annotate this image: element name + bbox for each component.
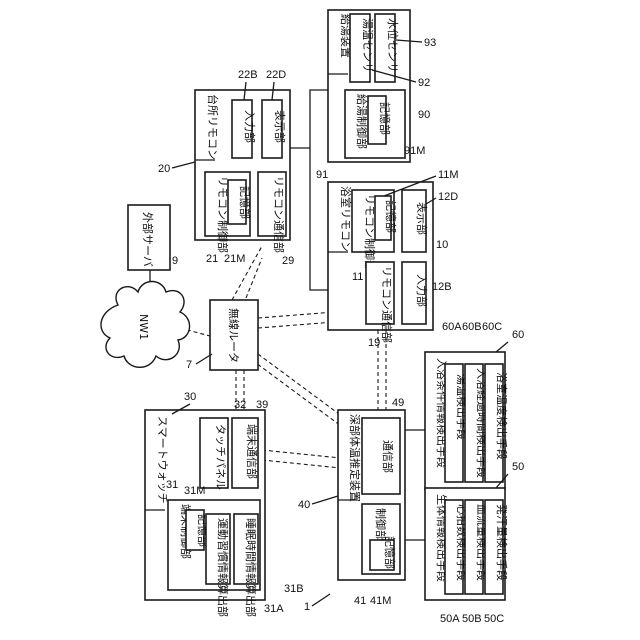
ref-22D: 22D (266, 69, 286, 81)
ref-91M: 91M (404, 145, 425, 157)
ref-20: 20 (158, 163, 170, 175)
dbt-mem-label: 記憶部 (383, 536, 397, 569)
ref-41M: 41M (370, 595, 391, 607)
external-server-label: 外部サーバ (141, 212, 155, 267)
ref-50A: 50A (440, 613, 460, 625)
terminal-comm-label: 端末通信部 (245, 424, 259, 479)
heater-control-label: 給湯制御部 (355, 94, 369, 149)
ref-1: 1 (304, 601, 310, 613)
ref-90: 90 (418, 109, 430, 121)
water-level-sensor-label: 水位センサ (386, 18, 400, 73)
ref-31M: 31M (184, 485, 205, 497)
kitchen-mem-label: 記憶部 (238, 186, 252, 219)
router-block: 無線ルータ (210, 300, 258, 370)
leader-20 (172, 162, 195, 168)
ref-31B: 31B (284, 583, 304, 595)
router-label: 無線ルータ (227, 308, 241, 363)
room-temp-detect-label: 浴室温度検出手段 (495, 372, 509, 460)
network-cloud: NW1 (101, 282, 190, 368)
ref-39: 39 (256, 399, 268, 411)
ref-7: 7 (186, 359, 192, 371)
kitchen-remote-block: 台所リモコン 入力部 表示部 リモコン制御部 記憶部 リモコン通信部 (195, 90, 290, 253)
ref-11: 11 (352, 271, 363, 283)
exercise-info-label: 運動習慣情報算出部 (216, 518, 230, 617)
ref-19: 19 (368, 337, 380, 349)
ref-12B: 12B (432, 281, 452, 293)
leader-40 (312, 496, 338, 504)
bath-comm-label: リモコン通信部 (380, 266, 394, 343)
ref-22B: 22B (238, 69, 258, 81)
water-heater-block: 給湯装置 湯温センサ 水位センサ 給湯制御部 記憶部 (328, 10, 410, 162)
ref-49: 49 (392, 397, 404, 409)
ref-21M: 21M (224, 253, 245, 265)
bath-input-label: 入力部 (415, 274, 429, 307)
kitchen-comm-label: リモコン通信部 (272, 176, 286, 253)
network-label: NW1 (137, 314, 150, 340)
deep-body-title: 深部体温推定装置 (348, 414, 362, 502)
bath-remote-title: 浴室リモコン (339, 186, 353, 252)
kitchen-display-label: 表示部 (273, 110, 287, 143)
ref-9: 9 (172, 255, 178, 267)
leader-60 (496, 342, 508, 352)
ref-91: 91 (316, 169, 328, 181)
ref-60A: 60A (442, 321, 462, 333)
kitchen-remote-title: 台所リモコン (206, 94, 220, 160)
bio-info-block: 生体情報検出手段 心拍数検出手段 血流量検出手段 発汗量検出手段 (425, 488, 509, 600)
ref-92: 92 (418, 77, 430, 89)
ref-41: 41 (354, 595, 366, 607)
ref-29: 29 (282, 255, 294, 267)
ref-32: 32 (234, 399, 246, 411)
deep-body-temp-block: 深部体温推定装置 通信部 制御部 記憶部 (338, 410, 405, 580)
sweat-detect-label: 発汗量検出手段 (495, 504, 509, 581)
heater-remote-line (310, 90, 328, 290)
ref-60C: 60C (482, 321, 502, 333)
sleep-info-label: 睡眠時間情報算出部 (244, 518, 258, 617)
ref-93: 93 (424, 37, 436, 49)
ref-11M: 11M (438, 169, 459, 181)
touch-panel-label: タッチパネル (214, 424, 227, 490)
ref-50: 50 (512, 461, 524, 473)
ref-31: 31 (166, 479, 178, 491)
ref-60: 60 (512, 329, 524, 341)
ref-50C: 50C (484, 613, 504, 625)
ref-31A: 31A (264, 603, 284, 615)
bath-condition-block: 入浴条件情報検出手段 湯温検出手段 入浴経過時間検出手段 浴室温度検出手段 (425, 352, 509, 490)
bath-mem-label: 記憶部 (384, 200, 398, 233)
hot-water-temp-sensor-label: 湯温センサ (361, 18, 374, 73)
external-server-block: 外部サーバ (128, 205, 170, 270)
ref-21: 21 (206, 253, 218, 265)
leader-1 (312, 594, 330, 606)
router-kitchen-link-2 (246, 258, 262, 298)
ref-60B: 60B (462, 321, 482, 333)
bath-remote-block: 浴室リモコン リモコン制御部 記憶部 表示部 リモコン通信部 入力部 (328, 182, 433, 343)
ref-40: 40 (298, 499, 310, 511)
ref-10: 10 (436, 239, 448, 251)
ref-12D: 12D (438, 191, 458, 203)
dbt-comm-label: 通信部 (381, 440, 395, 473)
ref-50B: 50B (462, 613, 482, 625)
smartwatch-block: スマートウォッチ タッチパネル 端末通信部 端末制御部 記憶部 運動習慣情報算出… (145, 410, 265, 617)
bath-display-label: 表示部 (415, 202, 429, 235)
ref-30: 30 (184, 391, 196, 403)
heater-memory-label: 記憶部 (378, 102, 392, 135)
kitchen-input-label: 入力部 (243, 110, 257, 143)
